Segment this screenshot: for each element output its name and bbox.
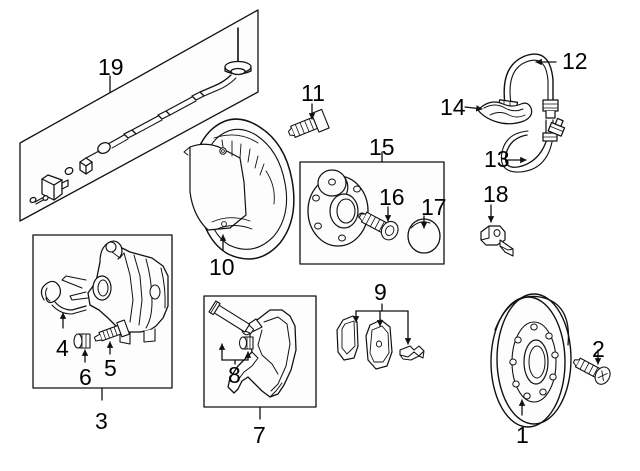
callout-number-10: 10 bbox=[209, 254, 235, 280]
hub-dust-cap-17 bbox=[407, 215, 441, 254]
brake-pad-set-9 bbox=[336, 303, 425, 370]
callout-number-5: 5 bbox=[104, 355, 117, 381]
caliper-spring-clip-4 bbox=[40, 280, 87, 329]
callout-number-1: 1 bbox=[516, 422, 529, 448]
hose-clip-14 bbox=[464, 101, 533, 125]
callout-number-6: 6 bbox=[79, 364, 92, 390]
callout-number-17: 17 bbox=[421, 194, 447, 220]
callout-number-7: 7 bbox=[253, 422, 266, 448]
backing-plate-10 bbox=[183, 118, 295, 260]
caliper-body-3 bbox=[61, 240, 169, 345]
callout-number-2: 2 bbox=[592, 336, 605, 362]
callout-number-12: 12 bbox=[562, 48, 588, 74]
callout-number-8: 8 bbox=[228, 362, 241, 388]
callout-number-4: 4 bbox=[56, 335, 69, 361]
abs-wire-harness-19 bbox=[29, 27, 252, 205]
caliper-bushing-6 bbox=[73, 333, 91, 363]
callout-number-3: 3 bbox=[95, 408, 108, 434]
rotor-screw-2 bbox=[572, 349, 611, 385]
brake-rotor-1 bbox=[490, 293, 572, 428]
callout-number-16: 16 bbox=[379, 184, 405, 210]
callout-number-15: 15 bbox=[369, 134, 395, 160]
callout-number-11: 11 bbox=[301, 80, 325, 106]
abs-sensor-18 bbox=[480, 204, 514, 257]
callout-number-18: 18 bbox=[483, 181, 509, 207]
callout-number-9: 9 bbox=[374, 279, 387, 305]
callout-number-14: 14 bbox=[440, 94, 466, 120]
guide-pin-8 bbox=[208, 300, 255, 365]
caliper-bleeder-screw-5 bbox=[93, 319, 130, 355]
backing-plate-bolt-11 bbox=[287, 103, 330, 138]
wheel-hub-15 bbox=[307, 169, 369, 247]
brake-hose-lower-13 bbox=[500, 117, 566, 173]
callout-number-13: 13 bbox=[484, 146, 510, 172]
hub-bolt-16 bbox=[358, 206, 399, 241]
callout-number-19: 19 bbox=[98, 54, 124, 80]
